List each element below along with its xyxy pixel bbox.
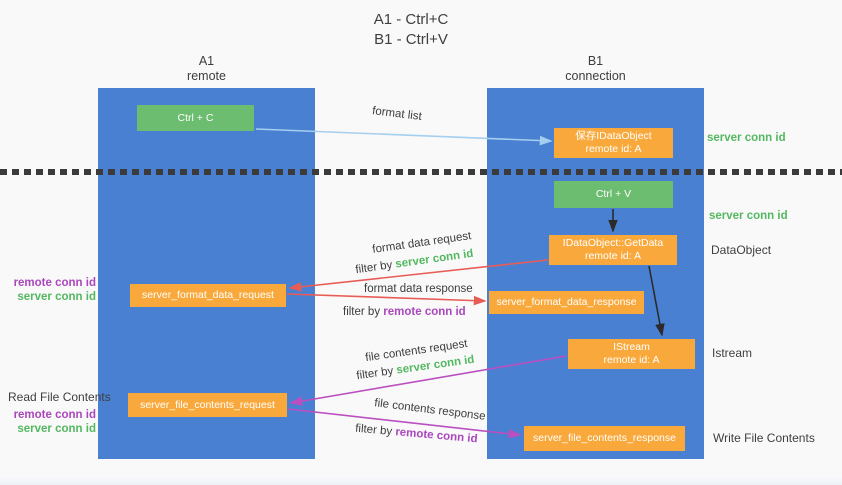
node-idataobject-getdata: IDataObject::GetData remote id: A [549, 235, 677, 265]
filter-by-text: filter by [343, 306, 381, 318]
arrow-format-data-response [286, 293, 487, 306]
filter-by-text: filter by [354, 259, 394, 277]
node-ctrl-c-label: Ctrl + C [177, 111, 214, 124]
remote-conn-id-text: remote conn id [394, 426, 479, 446]
label-server-conn-id-mid: server conn id [709, 210, 788, 222]
node-istream-line1: IStream [613, 341, 650, 353]
label-file-contents-response: file contents response [373, 397, 487, 423]
title-line-2: B1 - Ctrl+V [374, 31, 448, 48]
filter-by-text: filter by [354, 422, 393, 438]
label-filter-by-remote-1: filter by remote conn id [343, 306, 466, 318]
node-save-idataobject-line2: remote id: A [585, 143, 642, 155]
node-ctrl-c: Ctrl + C [137, 105, 254, 131]
node-server-format-data-request: server_format_data_request [130, 284, 286, 307]
diagram-title: A1 - Ctrl+C B1 - Ctrl+V [0, 10, 822, 50]
node-getdata-line2: remote id: A [584, 250, 641, 262]
node-file-response-label: server_file_contents_response [532, 432, 676, 444]
lane-header-b1: B1 connection [487, 54, 704, 84]
filter-by-text: filter by [355, 365, 395, 383]
title-line-1: A1 - Ctrl+C [373, 11, 449, 28]
label-remote-conn-id-left-bottom: remote conn id [13, 409, 96, 421]
lane-header-a1: A1 remote [98, 54, 315, 84]
label-istream-side: Istream [712, 346, 753, 360]
label-server-conn-id-left-top: server conn id [17, 291, 96, 303]
label-write-file-contents: Write File Contents [713, 431, 815, 445]
node-file-request-label: server_file_contents_request [140, 398, 275, 411]
label-server-conn-id-top: server conn id [707, 132, 786, 144]
remote-conn-id-text: remote conn id [383, 306, 466, 318]
lane-b1-subtitle: connection [565, 69, 626, 83]
node-ctrl-v: Ctrl + V [554, 181, 673, 208]
label-format-data-response: format data response [364, 283, 473, 295]
node-format-response-label: server_format_data_response [496, 296, 637, 308]
node-istream-line2: remote id: A [603, 354, 660, 366]
node-save-idataobject: 保存IDataObject remote id: A [554, 128, 673, 158]
node-server-format-data-response: server_format_data_response [489, 291, 644, 314]
lane-a1-subtitle: remote [187, 69, 226, 83]
label-remote-conn-id-left-top: remote conn id [13, 277, 96, 289]
lane-b1-name: B1 [587, 54, 604, 68]
lane-a1-name: A1 [198, 54, 215, 68]
label-read-file-contents: Read File Contents [8, 390, 111, 404]
label-format-list: format list [371, 105, 423, 123]
node-istream: IStream remote id: A [568, 339, 695, 369]
node-server-file-contents-response: server_file_contents_response [524, 426, 685, 451]
dotted-separator [0, 169, 842, 175]
node-getdata-line1: IDataObject::GetData [562, 237, 664, 249]
node-ctrl-v-label: Ctrl + V [595, 188, 632, 200]
node-save-idataobject-line1: 保存IDataObject [575, 130, 652, 142]
label-filter-by-remote-2: filter by remote conn id [355, 423, 478, 446]
node-format-request-label: server_format_data_request [142, 289, 274, 301]
node-server-file-contents-request: server_file_contents_request [128, 393, 287, 417]
label-dataobject: DataObject [711, 243, 772, 257]
bottom-fade [0, 477, 842, 485]
label-server-conn-id-left-bottom: server conn id [17, 423, 96, 435]
